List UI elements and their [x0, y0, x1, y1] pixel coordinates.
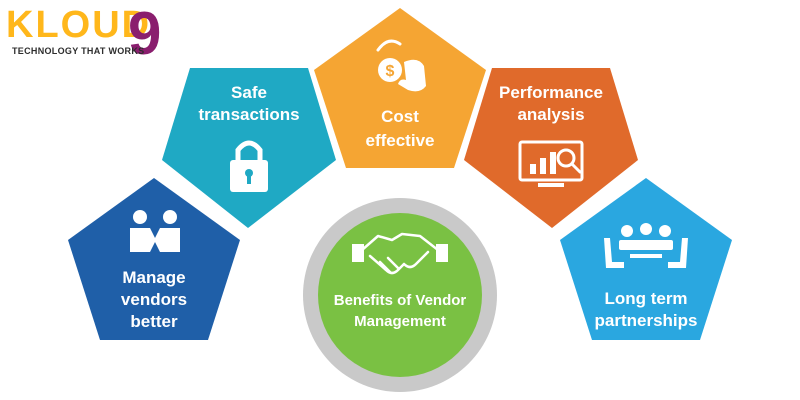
benefit-label-line-2: partnerships: [595, 311, 698, 330]
benefit-label-line-1: Performance: [499, 83, 603, 102]
benefit-cost-effective: $ Cost effective: [314, 8, 486, 168]
svg-text:$: $: [386, 63, 395, 80]
handshake-people-icon: [130, 210, 180, 252]
benefit-label-line-1: Manage: [122, 268, 185, 287]
logo-number: 9: [128, 0, 162, 67]
benefit-pentagon: [464, 68, 638, 228]
center-title-line-1: Benefits of Vendor: [334, 292, 467, 309]
handshake-icon: [352, 232, 448, 275]
benefit-label-line-1: Safe: [231, 83, 267, 102]
meeting-table-icon: [604, 223, 688, 268]
benefit-pentagon: [314, 8, 486, 168]
center-title-line-2: Management: [354, 313, 446, 330]
center-hub: Benefits of Vendor Management: [303, 198, 497, 392]
padlock-icon: [230, 140, 268, 192]
benefit-pentagon: [560, 178, 732, 340]
benefit-label-line-2: effective: [366, 131, 435, 150]
benefit-performance-analysis: Performance analysis: [464, 68, 638, 228]
logo-tagline: TECHNOLOGY THAT WORKS: [12, 46, 145, 56]
benefit-pentagon: [162, 68, 336, 228]
benefit-pentagon: [68, 178, 240, 340]
benefit-safe-transactions: Safe transactions: [162, 68, 336, 228]
kloud9-logo: KLOUD 9 TECHNOLOGY THAT WORKS: [0, 0, 200, 80]
money-hand-icon: $: [376, 39, 426, 92]
benefit-label-line-1: Cost: [381, 107, 419, 126]
benefit-label-line-2: vendors: [121, 290, 187, 309]
analytics-monitor-icon: [518, 140, 584, 187]
benefit-label-line-1: Long term: [604, 289, 687, 308]
benefit-label-line-3: better: [130, 312, 178, 331]
benefit-label-line-2: transactions: [198, 105, 299, 124]
benefit-long-term-partnerships: Long term partnerships: [560, 178, 732, 340]
logo-word: KLOUD: [6, 4, 152, 46]
benefit-label-line-2: analysis: [517, 105, 584, 124]
benefit-manage-vendors: Manage vendors better: [68, 178, 240, 340]
